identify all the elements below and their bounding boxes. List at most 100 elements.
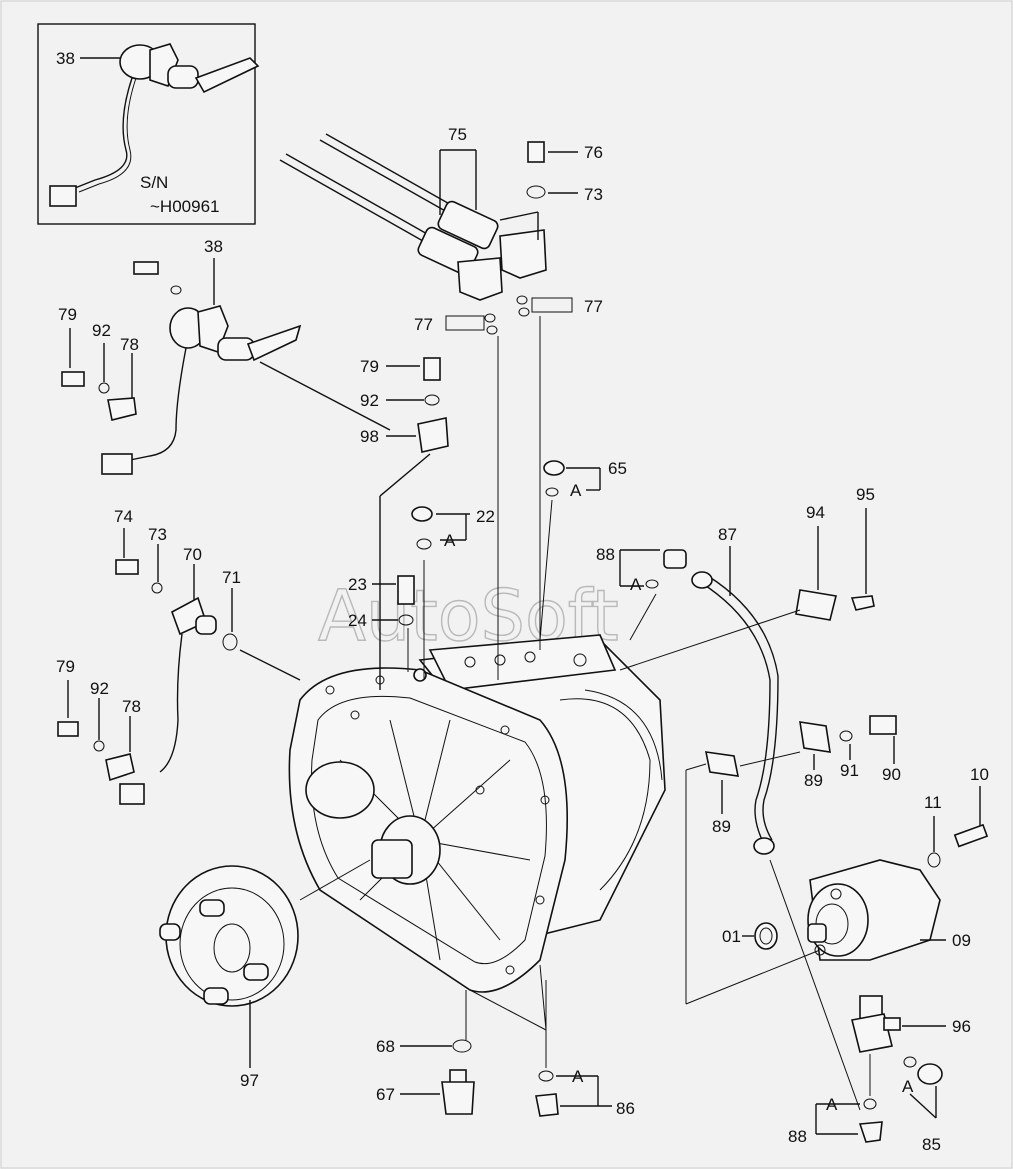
oring-71 [222,633,238,651]
plug-65 [543,460,565,476]
coupling-lug [199,899,225,917]
inset-sensor-shaft [167,65,199,89]
label-89-b: 89 [712,817,731,836]
solenoid-rod [279,159,431,246]
label-09: 09 [952,931,971,950]
inset-sensor-lever [194,57,260,94]
bolt-10 [953,823,989,848]
clamp-89-a [799,721,831,753]
label-65: 65 [608,459,627,478]
valve-port [524,651,536,663]
washer-92 [98,382,110,394]
label-76: 76 [584,143,603,162]
oring-24 [398,614,414,626]
a-mark: A [444,531,456,550]
label-71: 71 [222,568,241,587]
clamp-group-a: 79 92 78 [58,305,139,421]
washer-91 [839,730,853,742]
valve-port [494,654,506,666]
transmission-housing [288,634,666,993]
pipe-assembly-87: 88 A 87 [596,525,861,1111]
label-92-c: 92 [360,391,379,410]
solenoid-coil [437,200,499,250]
label-78-b: 78 [122,697,141,716]
label-22: 22 [476,507,495,526]
plug-group-22-24: 22 A 23 24 [348,506,495,680]
clamp-78 [107,397,137,421]
oring-86 [538,1070,554,1082]
rim-bolts [325,668,550,975]
bolt-76 [527,141,545,163]
pipe-nut [753,837,775,855]
bolt-79-b [57,721,79,737]
plate-94 [795,589,837,621]
oring-22 [416,538,432,550]
solenoid-housing [499,229,547,279]
fitting-96 [851,1013,893,1053]
plate-group-94: 94 95 [619,485,875,671]
speed-sensor-38: 38 [101,237,391,475]
label-89-a: 89 [804,771,823,790]
valve-port [464,656,476,668]
pipe-87 [699,581,771,845]
washer-92-b [93,740,105,752]
fitting-group-96: 96 A 85 A 88 [788,995,971,1154]
bolt-90 [869,715,897,735]
sensor-bolt [133,261,159,275]
clamp-group-c: 79 92 98 [360,357,449,690]
clamp-group-89: 89 91 90 89 [685,715,901,1005]
pump-flange [807,883,869,957]
sensor-cable [129,347,187,461]
input-shaft-spline [371,839,413,879]
valve-port [573,653,587,667]
fitting-88-b [858,1121,883,1143]
label-70: 70 [183,545,202,564]
sensor-lever [246,324,302,362]
sensor-group-67: 68 67 [376,990,475,1115]
clamp-group-b: 79 92 78 [56,657,141,782]
plug-23 [397,575,415,605]
label-01: 01 [722,927,741,946]
coupling-lug [159,923,181,941]
oring-88 [645,579,659,589]
inset-serial-line2: ~H00961 [150,197,219,216]
label-11: 11 [924,793,942,812]
sensor-70-cable [159,633,183,773]
label-79-b: 79 [56,657,75,676]
a-mark: A [902,1077,914,1096]
clamp-78-b [105,753,135,782]
solenoid-housing [457,257,503,301]
label-94: 94 [806,503,825,522]
bolt-79 [61,371,85,387]
label-23: 23 [348,575,367,594]
label-88-bottom: 88 [788,1127,807,1146]
sensor-70-connector [119,783,145,805]
pump-09: 01 09 [722,859,971,961]
label-78-a: 78 [120,335,139,354]
sensor-shaft [217,337,255,361]
sensor-70-tip [195,615,217,635]
inset-part-label: 38 [56,49,75,68]
a-mark: A [826,1095,838,1114]
bolt-74 [115,559,139,575]
label-79-c: 79 [360,357,379,376]
label-77-a: 77 [584,297,603,316]
oring-65 [545,487,559,497]
washer-73 [151,582,163,594]
inset-cable [74,77,133,189]
inset-sensor-variant: 38 S/N ~H00961 [37,23,260,225]
pump-shaft [807,923,827,943]
plug-group-65: 65 A [539,459,627,641]
label-24: 24 [348,611,367,630]
label-38: 38 [204,237,223,256]
inset-connector [49,185,77,207]
bolt-group-10-11: 11 10 [924,765,989,868]
gearbox-rib-2 [584,689,663,781]
inset-border [37,23,256,225]
label-92-b: 92 [90,679,109,698]
label-91: 91 [840,761,859,780]
label-68: 68 [376,1037,395,1056]
label-75: 75 [448,125,467,144]
gearbox-ribs [559,698,651,891]
